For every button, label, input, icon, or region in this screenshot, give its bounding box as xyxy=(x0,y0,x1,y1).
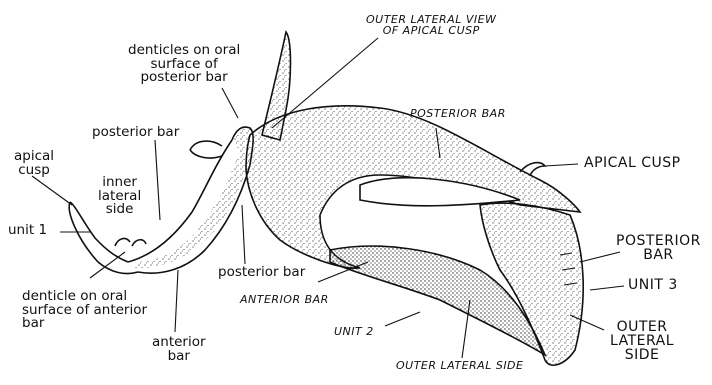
label-anterior-bar-caps: ANTERIOR BAR xyxy=(240,294,329,305)
label-apical-cusp-right: APICAL CUSP xyxy=(584,156,681,170)
label-posterior-bar-right: POSTERIOR BAR xyxy=(616,234,701,262)
label-posterior-bar-mid: posterior bar xyxy=(218,266,305,280)
label-outer-lateral-view: OUTER LATERAL VIEW OF APICAL CUSP xyxy=(366,14,496,36)
label-outer-lateral-side-right: OUTER LATERAL SIDE xyxy=(610,320,674,362)
label-anterior-bar-lower: anterior bar xyxy=(152,336,206,363)
label-unit-1: unit 1 xyxy=(8,224,47,238)
right-specimen xyxy=(246,32,583,365)
label-inner-lateral-side: inner lateral side xyxy=(98,176,141,217)
left-specimen xyxy=(69,127,253,273)
label-unit-3: UNIT 3 xyxy=(628,278,678,292)
label-posterior-bar-caps-top: POSTERIOR BAR xyxy=(410,108,506,119)
label-apical-cusp-left: apical cusp xyxy=(14,150,54,177)
label-denticles-posterior-bar: denticles on oral surface of posterior b… xyxy=(128,44,240,85)
label-posterior-bar-left: posterior bar xyxy=(92,126,179,140)
label-denticle-anterior-bar: denticle on oral surface of anterior bar xyxy=(22,290,147,331)
label-unit-2: UNIT 2 xyxy=(334,326,374,337)
label-outer-lateral-side-caps: OUTER LATERAL SIDE xyxy=(396,360,523,371)
